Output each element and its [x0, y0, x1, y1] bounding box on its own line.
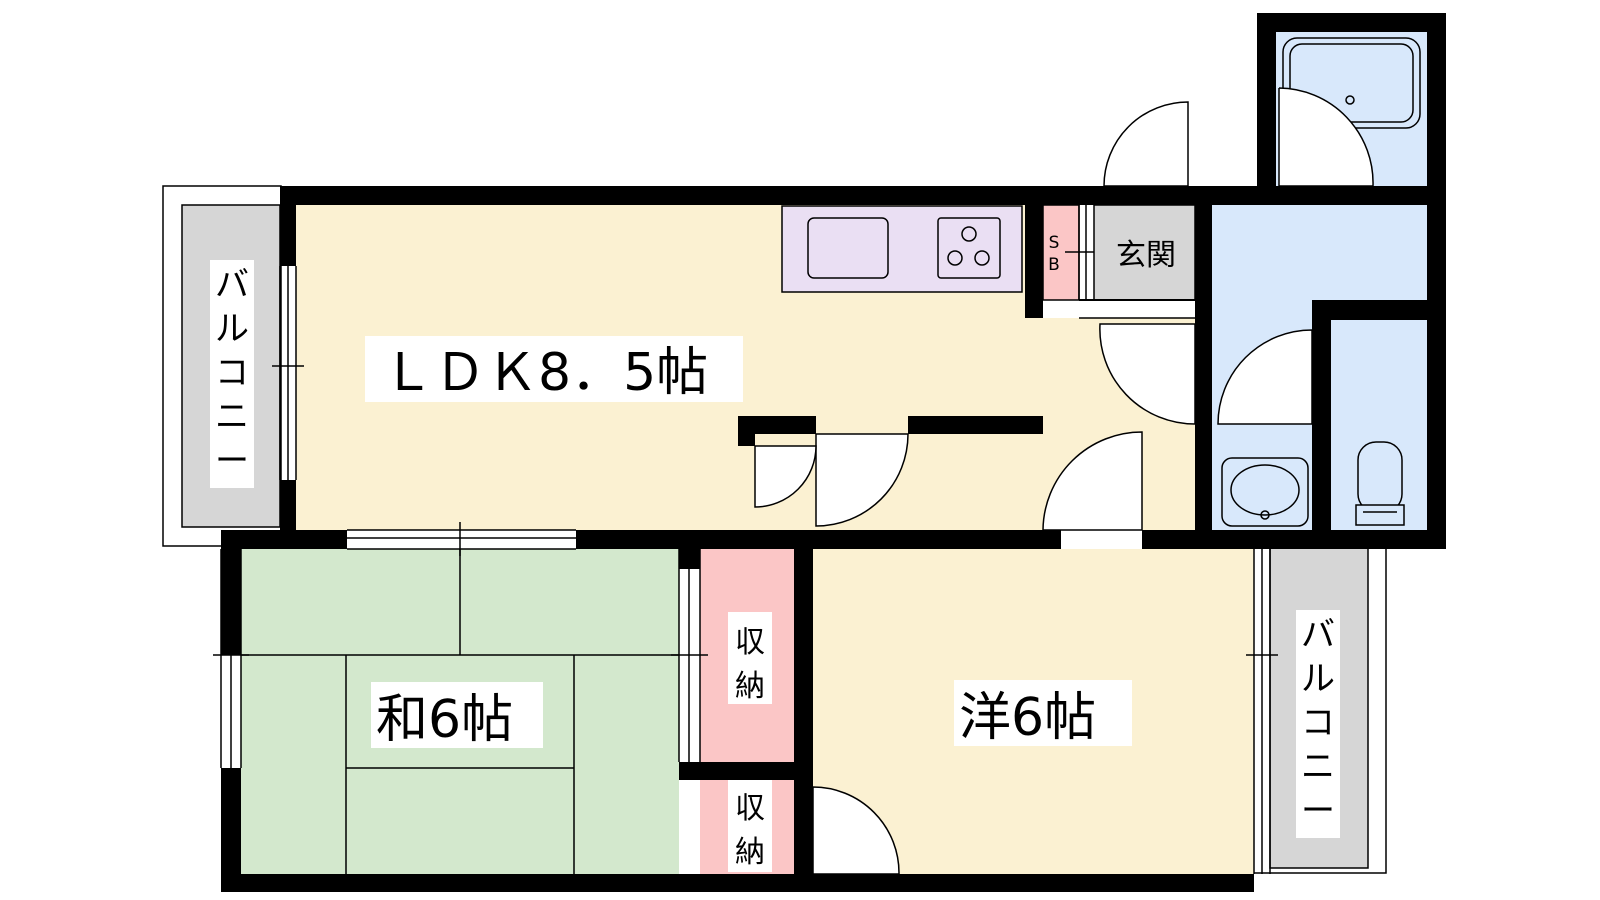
- balcony-right-char-4: ニ: [1301, 747, 1335, 787]
- kitchen-counter: [781, 205, 1023, 293]
- ldk-label-bg: [365, 336, 743, 402]
- balcony-left-char-3: コ: [215, 353, 249, 393]
- balcony-left-char-4: ニ: [215, 397, 249, 437]
- walls: [221, 13, 1446, 892]
- balcony-left-label-bg: [210, 260, 254, 488]
- balcony-left-char-2: ル: [215, 309, 249, 349]
- balcony-right-char-1: バ: [1301, 615, 1335, 655]
- windows: [213, 266, 1278, 874]
- shoe-box-label-s: S: [1049, 233, 1060, 253]
- toilet-icon: [1357, 441, 1403, 513]
- washitsu-label: 和6帖: [376, 690, 513, 750]
- genkan-label: 玄関: [1116, 238, 1176, 273]
- doors: [754, 87, 1374, 875]
- storage-2-label-top: 収: [735, 791, 765, 826]
- balcony-right-char-5: ー: [1301, 791, 1335, 831]
- washitsu-label-bg: [371, 682, 543, 748]
- storage-1-label-bottom: 納: [735, 669, 765, 704]
- washbasin-icon: [1221, 457, 1309, 527]
- toilet-room: [1331, 320, 1427, 530]
- balcony-right-char-3: コ: [1301, 703, 1335, 743]
- balcony-right-label-bg: [1296, 610, 1340, 838]
- balcony-right-char-2: ル: [1301, 659, 1335, 699]
- stove-icon: [937, 217, 1001, 279]
- shoe-box-label-b: B: [1048, 255, 1060, 275]
- storage-2-label-bottom: 納: [735, 835, 765, 870]
- storage-1-label-bg: [728, 612, 772, 704]
- yoshitsu-label-bg: [954, 680, 1132, 746]
- storage-1-label-top: 収: [735, 625, 765, 660]
- balcony-left-char-5: ー: [215, 441, 249, 481]
- storage-2-label-bg: [728, 780, 772, 872]
- balcony-left-char-1: バ: [215, 265, 249, 305]
- yoshitsu-label: 洋6帖: [959, 688, 1096, 748]
- ldk-label: ＬＤＫ8．5帖: [382, 343, 708, 403]
